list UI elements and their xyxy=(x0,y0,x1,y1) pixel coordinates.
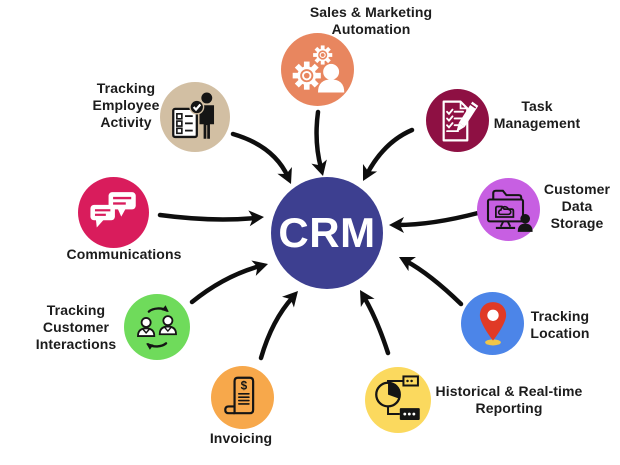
arrow-tracking-location-to-crm xyxy=(399,256,464,307)
historical-realtime-reporting-circle xyxy=(365,367,431,433)
task-management-label: Task Management xyxy=(493,98,581,132)
historical-realtime-reporting-label: Historical & Real-time Reporting xyxy=(435,383,583,417)
invoice-receipt-icon: $ xyxy=(223,376,254,414)
crm-label: CRM xyxy=(278,209,376,256)
arrow-sales-marketing-automation-to-crm xyxy=(311,109,327,176)
arrow-invoicing-to-crm xyxy=(258,291,298,361)
arrow-task-management-to-crm xyxy=(362,127,415,181)
arrow-tracking-employee-activity-to-crm xyxy=(230,131,292,184)
people-exchange-icon xyxy=(137,305,177,350)
pie-chart-report-icon xyxy=(375,375,420,420)
person-checklist-icon xyxy=(172,92,215,139)
customer-data-storage-circle xyxy=(477,178,540,241)
invoicing-circle: $ xyxy=(211,366,274,429)
sales-marketing-automation-label: Sales & Marketing Automation xyxy=(309,4,433,38)
checklist-pencil-icon xyxy=(442,99,478,142)
arrow-communications-to-crm xyxy=(157,210,264,227)
tracking-location-circle xyxy=(461,292,524,355)
task-management-circle xyxy=(426,89,489,152)
tracking-employee-activity-label: Tracking Employee Activity xyxy=(92,80,160,131)
sales-marketing-automation-circle xyxy=(281,33,354,106)
invoicing-label: Invoicing xyxy=(209,430,273,446)
tracking-employee-activity-circle xyxy=(160,82,230,152)
tracking-customer-interactions-circle xyxy=(124,294,190,360)
arrow-customer-data-storage-to-crm xyxy=(389,210,481,233)
communications-circle xyxy=(78,177,149,248)
crm-center-circle: CRM xyxy=(271,177,383,289)
arrow-tracking-customer-interactions-to-crm xyxy=(189,260,268,305)
tracking-customer-interactions-label: Tracking Customer Interactions xyxy=(35,302,117,353)
customer-data-storage-label: Customer Data Storage xyxy=(543,181,611,232)
map-pin-icon xyxy=(479,301,506,345)
computer-cloud-folder-icon xyxy=(486,189,533,232)
chat-bubbles-icon xyxy=(89,191,136,227)
tracking-location-label: Tracking Location xyxy=(530,308,590,342)
gears-user-icon xyxy=(292,44,344,92)
svg-text:$: $ xyxy=(240,378,247,392)
communications-label: Communications xyxy=(66,246,182,262)
arrow-historical-realtime-reporting-to-crm xyxy=(360,290,391,356)
